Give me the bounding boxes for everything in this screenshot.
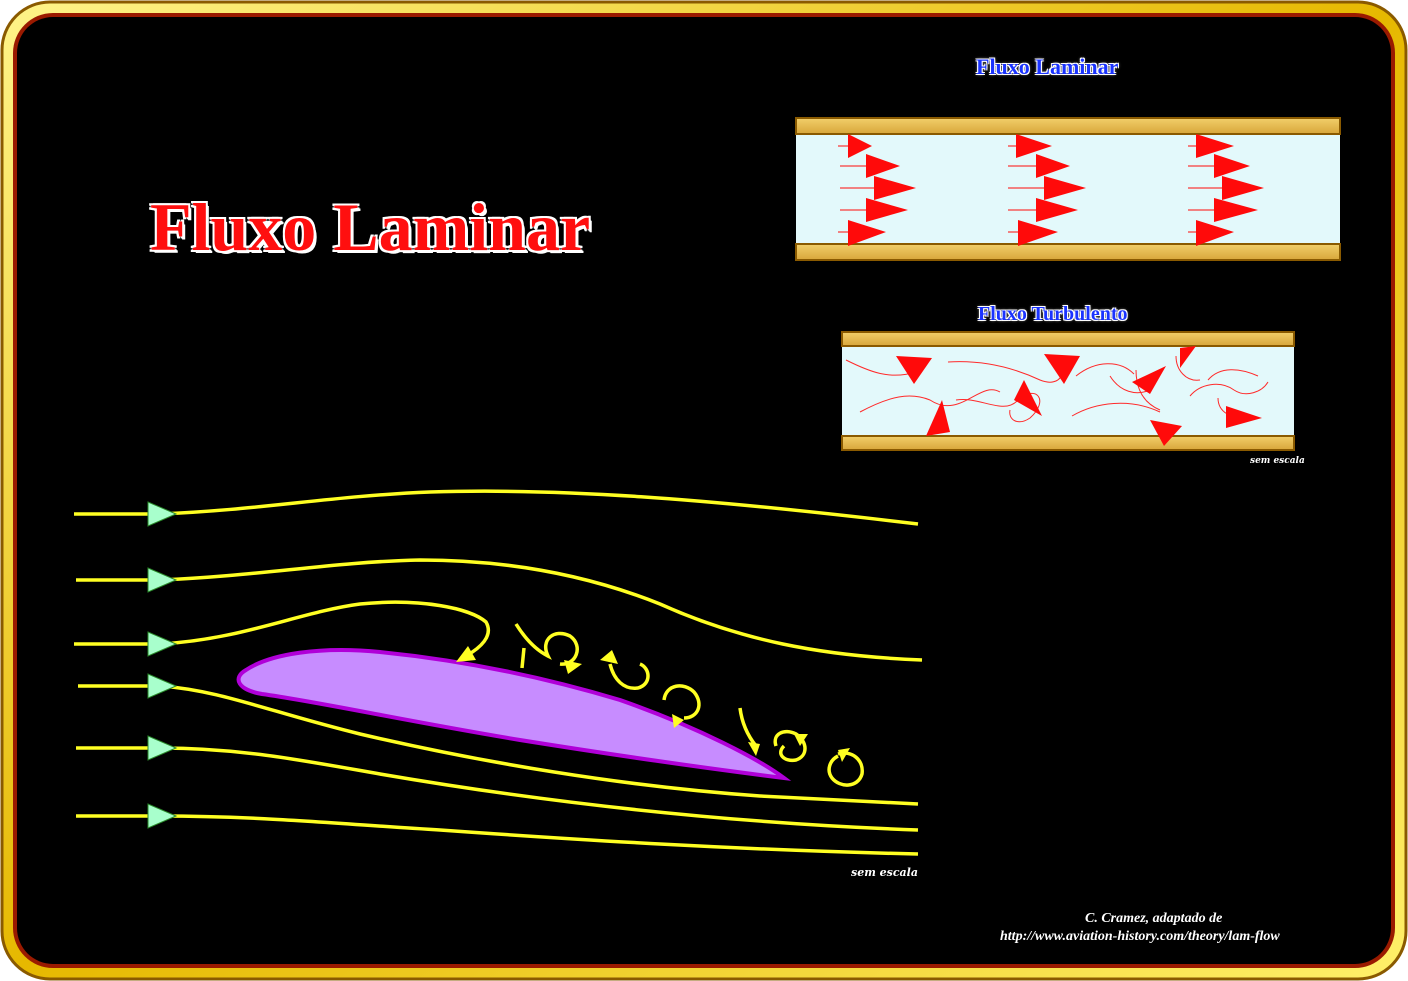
streamline-6 xyxy=(76,814,919,856)
laminar-arrowheads-2 xyxy=(1016,134,1086,246)
streamline-4 xyxy=(78,684,919,806)
credit-source-url: http://www.aviation-history.com/theory/l… xyxy=(1000,929,1280,944)
laminar-pipe xyxy=(795,117,1341,261)
laminar-pipe-top-wall xyxy=(795,117,1341,135)
main-title: Fluxo Laminar xyxy=(150,189,591,265)
turbulent-pipe xyxy=(841,331,1295,451)
airfoil-streamlines xyxy=(74,489,923,856)
streamline-arrowheads xyxy=(147,501,178,829)
turbulent-pipe-bottom-wall xyxy=(841,435,1295,451)
scale-note-airfoil: sem escala xyxy=(851,866,918,879)
laminar-arrowheads-1 xyxy=(848,134,916,246)
scale-note-turbulent: sem escala xyxy=(1250,456,1305,466)
streamline-1 xyxy=(74,489,919,526)
turbulent-arrowheads xyxy=(896,346,1262,446)
credit-author: C. Cramez, adaptado de xyxy=(1085,911,1223,926)
turbulent-flow-title: Fluxo Turbulento xyxy=(978,303,1128,325)
laminar-arrowheads-3 xyxy=(1196,134,1264,246)
streamline-5 xyxy=(76,746,919,832)
laminar-pipe-bottom-wall xyxy=(795,243,1341,261)
airfoil-shape xyxy=(236,648,792,781)
vortex-arrowheads xyxy=(456,646,850,762)
streamline-3 xyxy=(74,600,490,658)
streamline-2 xyxy=(76,558,923,662)
laminar-flow-title: Fluxo Laminar xyxy=(976,54,1119,79)
wake-vortices xyxy=(514,623,864,787)
turbulent-pipe-top-wall xyxy=(841,331,1295,347)
